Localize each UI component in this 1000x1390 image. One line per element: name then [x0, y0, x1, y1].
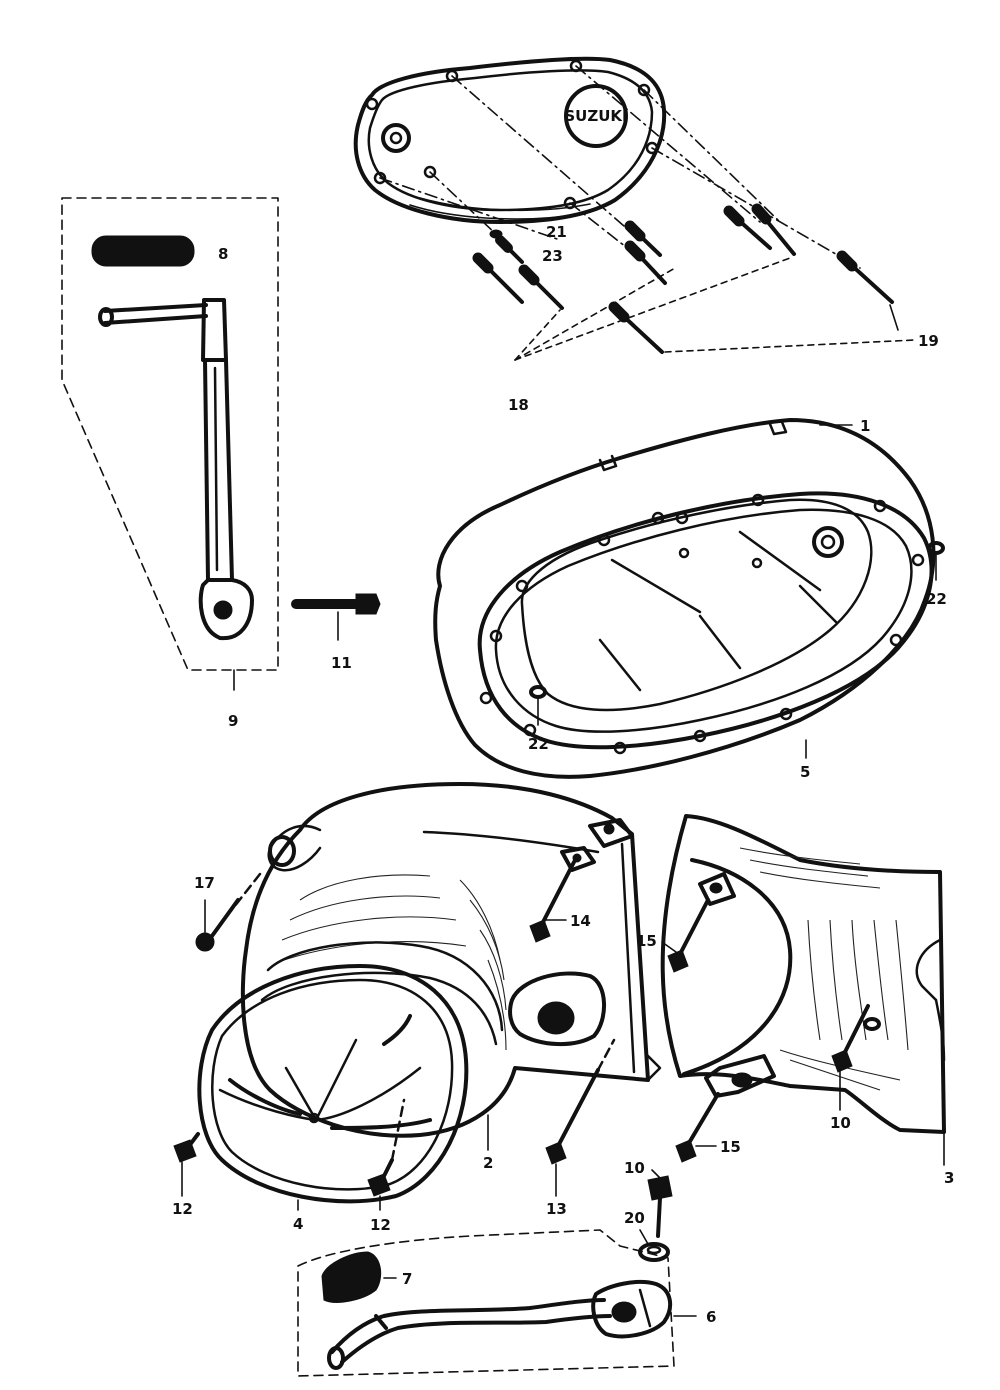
label-part-11: 11	[331, 654, 352, 672]
label-part-1: 1	[860, 417, 870, 435]
logo-badge	[564, 84, 628, 148]
label-part-13: 13	[546, 1200, 567, 1218]
screws-lower	[173, 860, 870, 1262]
screw	[836, 250, 894, 304]
label-part-12-left: 12	[172, 1200, 193, 1218]
label-part-23: 23	[542, 247, 563, 265]
label-part-3: 3	[944, 1169, 954, 1187]
label-part-10-center: 10	[624, 1159, 645, 1177]
screw	[624, 220, 662, 257]
generator-cover	[240, 782, 662, 1151]
label-part-19: 19	[918, 332, 939, 350]
kick-starter-assembly	[61, 197, 279, 691]
label-part-2: 2	[483, 1154, 493, 1172]
label-part-14: 14	[570, 912, 591, 930]
screw	[723, 205, 772, 250]
label-part-8: 8	[218, 245, 228, 263]
washer	[489, 229, 503, 239]
label-part-18: 18	[508, 396, 529, 414]
gasket	[477, 424, 945, 759]
screw	[751, 203, 796, 256]
screw-group-top	[472, 203, 916, 361]
logo-text: SUZUKI	[564, 107, 627, 125]
label-part-15-lower: 15	[720, 1138, 741, 1156]
screw	[472, 252, 524, 304]
bolt	[291, 593, 381, 641]
label-part-22-left: 22	[528, 735, 549, 753]
label-part-10-right: 10	[830, 1114, 851, 1132]
screw-small	[495, 235, 524, 264]
label-part-20: 20	[624, 1209, 645, 1227]
kick-rubber	[91, 235, 195, 267]
label-part-7: 7	[402, 1270, 412, 1288]
outer-cover-plate: SUZUKI	[353, 56, 667, 224]
label-part-15-upper: 15	[636, 932, 657, 950]
screw	[608, 301, 664, 354]
screw	[624, 240, 667, 285]
point-cover	[197, 964, 469, 1211]
gear-shift-assembly	[297, 1229, 697, 1377]
label-part-12-right: 12	[370, 1216, 391, 1234]
label-part-4: 4	[293, 1215, 303, 1233]
part-labels: 1 2 3 4 5 6 7 8 9 10 10 20 11 12 12 13 1…	[172, 223, 954, 1326]
label-part-22-right: 22	[926, 590, 947, 608]
label-part-21: 21	[546, 223, 567, 241]
screw	[518, 264, 564, 310]
label-part-6: 6	[706, 1308, 716, 1326]
label-part-17: 17	[194, 874, 215, 892]
label-part-9: 9	[228, 712, 238, 730]
label-part-5: 5	[800, 763, 810, 781]
